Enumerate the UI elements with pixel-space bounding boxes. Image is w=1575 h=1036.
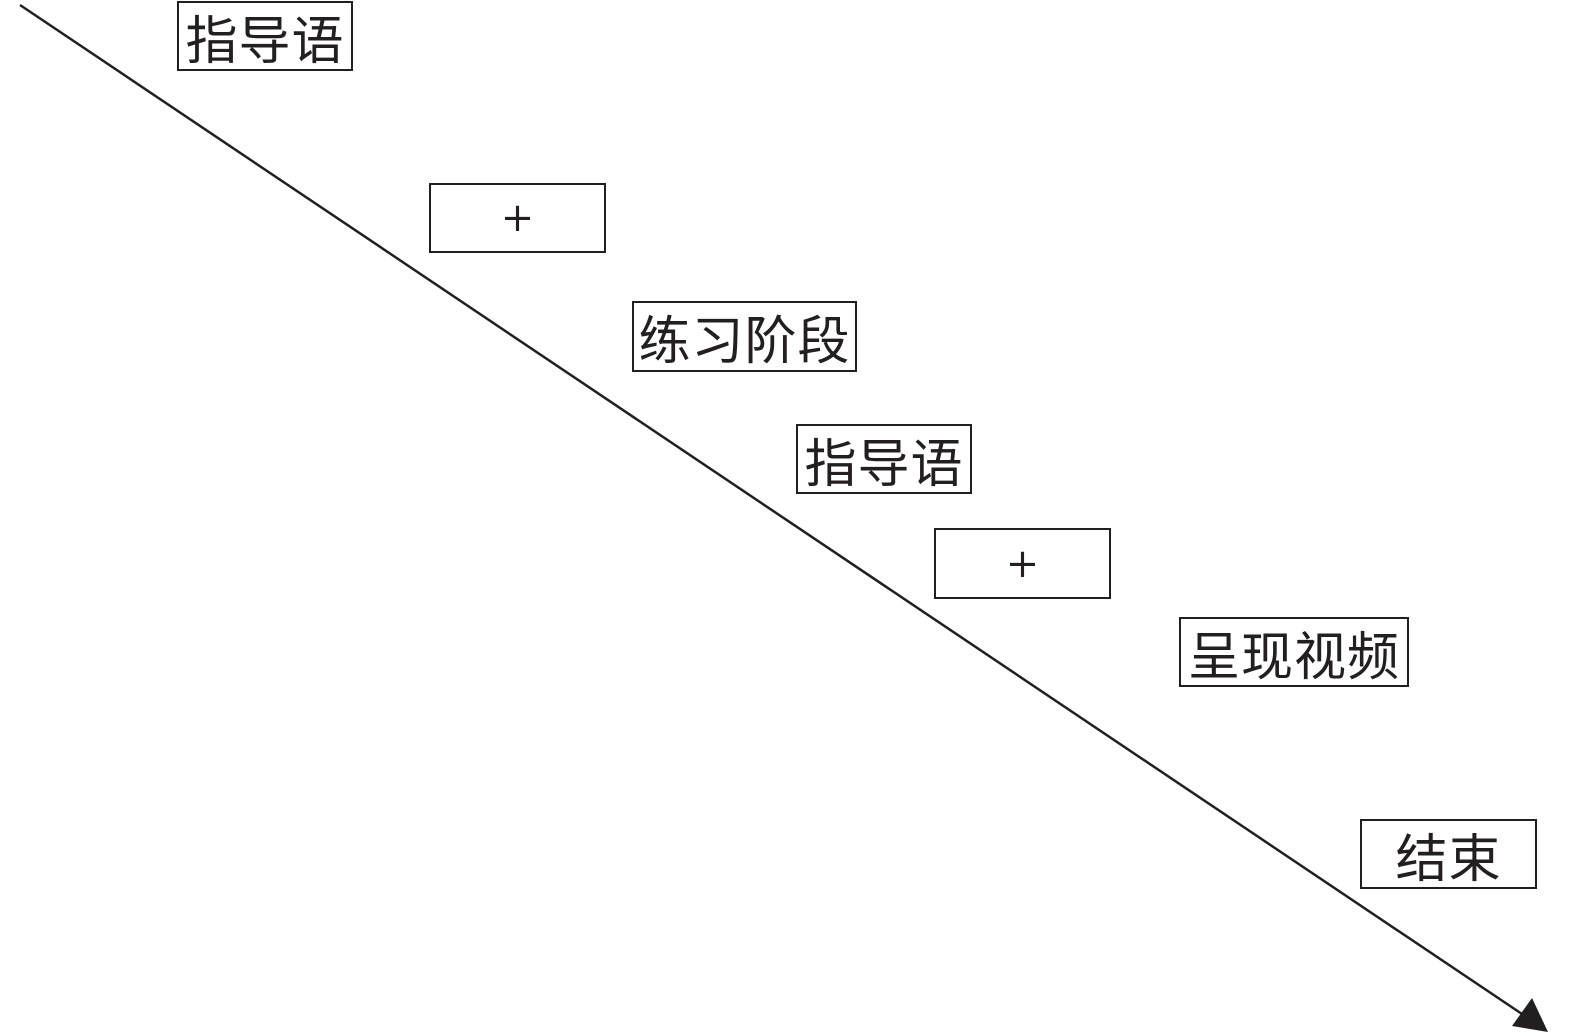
step-present-video: 呈现视频: [1179, 617, 1409, 688]
step-instructions-1-label: 指导语: [185, 11, 345, 72]
step-instructions-1: 指导语: [177, 1, 353, 72]
step-end: 结束: [1360, 819, 1537, 890]
arrow-head-icon: [1512, 998, 1548, 1032]
step-present-video-label: 呈现视频: [1187, 627, 1400, 688]
step-practice-phase: 练习阶段: [632, 301, 857, 372]
step-instructions-2-label: 指导语: [804, 434, 964, 495]
fixation-cross-icon: +: [1005, 540, 1040, 587]
fixation-cross-icon: +: [500, 195, 535, 241]
step-instructions-2: 指导语: [796, 424, 972, 495]
timeline-line: [19, 3, 1523, 1016]
step-fixation-2: +: [934, 528, 1111, 599]
step-fixation-1: +: [429, 183, 606, 253]
step-end-label: 结束: [1395, 829, 1502, 890]
step-practice-phase-label: 练习阶段: [638, 312, 851, 372]
